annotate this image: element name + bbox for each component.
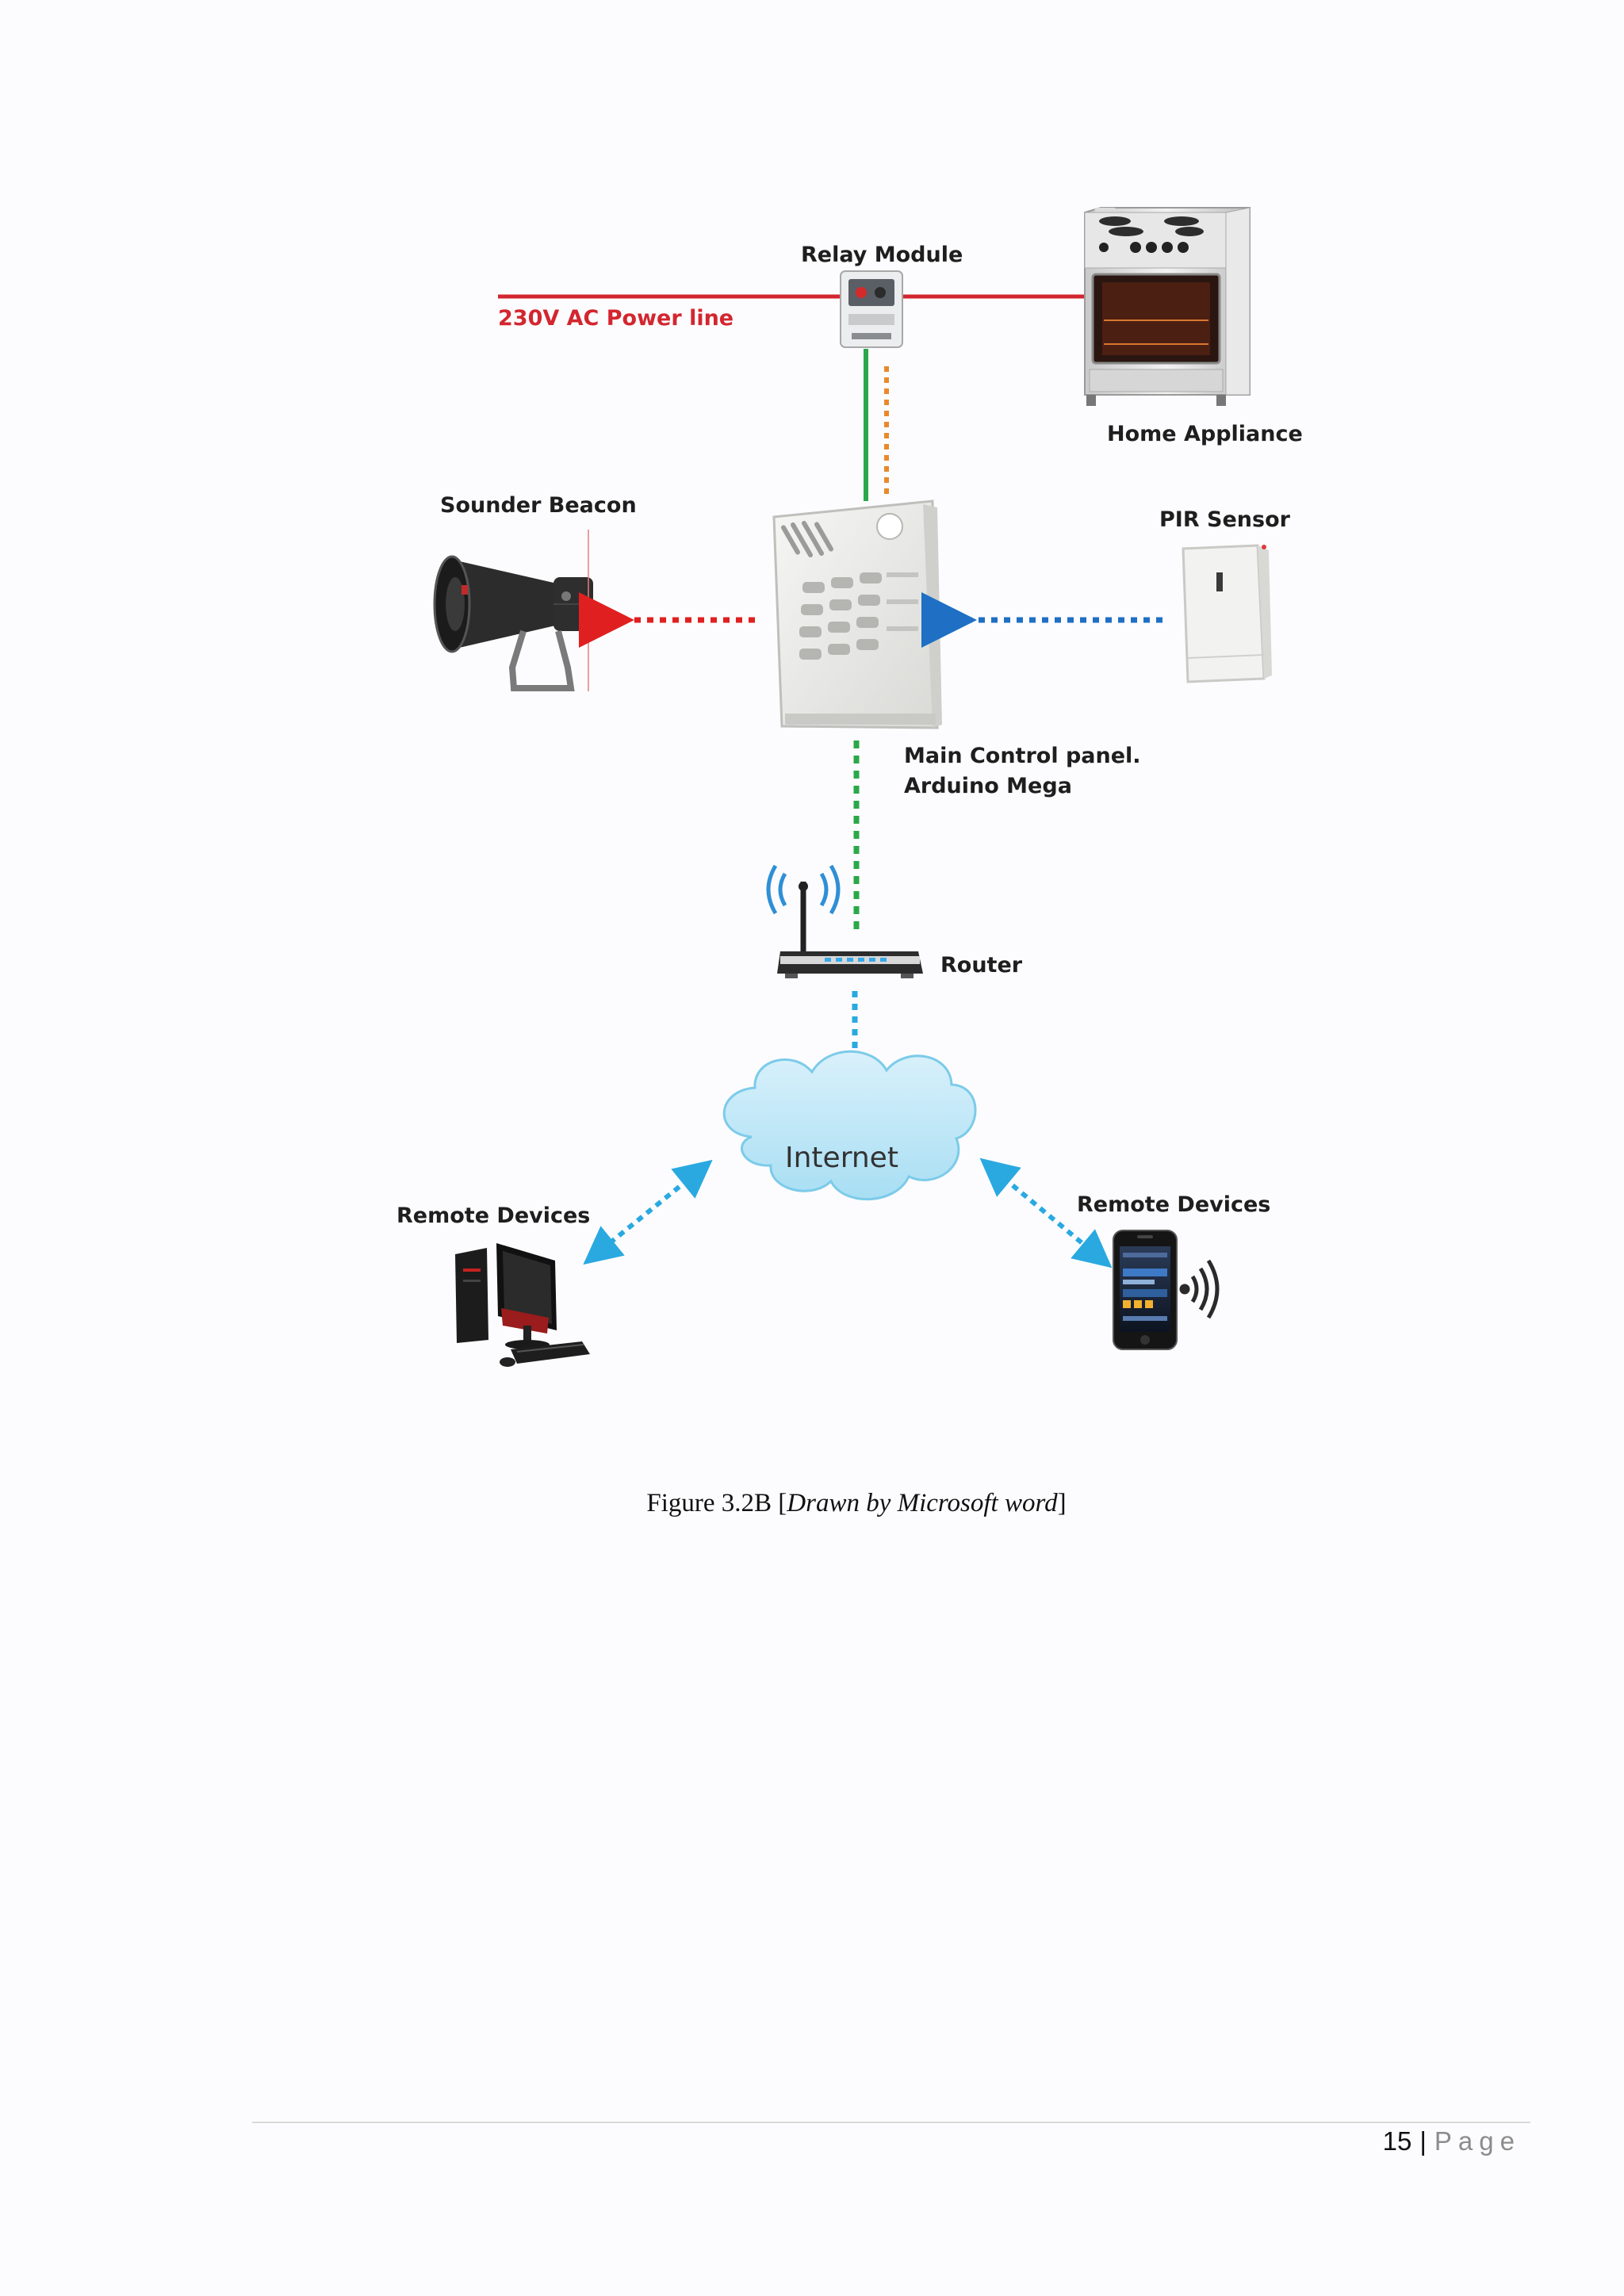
caption-suffix: ] [1057, 1489, 1067, 1517]
router-icon [766, 864, 923, 978]
caption-prefix: Figure 3.2B [ [646, 1489, 787, 1517]
page-number: 15 [1382, 2126, 1412, 2156]
footer-separator: | [1419, 2126, 1427, 2156]
control-panel-icon [772, 499, 942, 729]
power-line-label: 230V AC Power line [498, 306, 733, 331]
wireless-signal-icon [1179, 1259, 1220, 1319]
relay-module-label: Relay Module [801, 243, 963, 267]
main-control-panel-label: Main Control panel. [904, 744, 1141, 768]
internet-label: Internet [785, 1142, 898, 1174]
footer-divider [252, 2122, 1530, 2123]
desktop-computer-icon [455, 1243, 590, 1367]
arduino-mega-label: Arduino Mega [904, 774, 1072, 798]
relay-module-icon [840, 270, 903, 348]
pir-sensor-icon [1182, 544, 1272, 683]
remote-devices-right-label: Remote Devices [1077, 1192, 1270, 1217]
sounder-beacon-icon [433, 530, 593, 691]
sounder-beacon-label: Sounder Beacon [440, 493, 637, 518]
pir-sensor-label: PIR Sensor [1159, 507, 1291, 532]
caption-italic: Drawn by Microsoft word [787, 1489, 1058, 1517]
internet-phone-link [979, 1158, 1113, 1269]
home-appliance-label: Home Appliance [1107, 422, 1303, 446]
internet-cloud-icon: Internet [722, 1050, 977, 1200]
page-footer: 15|Page [1383, 2126, 1521, 2156]
oven-icon [1084, 207, 1251, 406]
smartphone-icon [1113, 1230, 1178, 1350]
internet-computer-link [583, 1159, 713, 1265]
page-word: Page [1434, 2126, 1521, 2156]
remote-devices-left-label: Remote Devices [396, 1203, 590, 1228]
figure-caption: Figure 3.2B [Drawn by Microsoft word] [0, 1489, 1624, 1518]
router-label: Router [940, 953, 1023, 978]
system-architecture-diagram: 230V AC Power line Relay Module Home [396, 207, 1303, 1367]
